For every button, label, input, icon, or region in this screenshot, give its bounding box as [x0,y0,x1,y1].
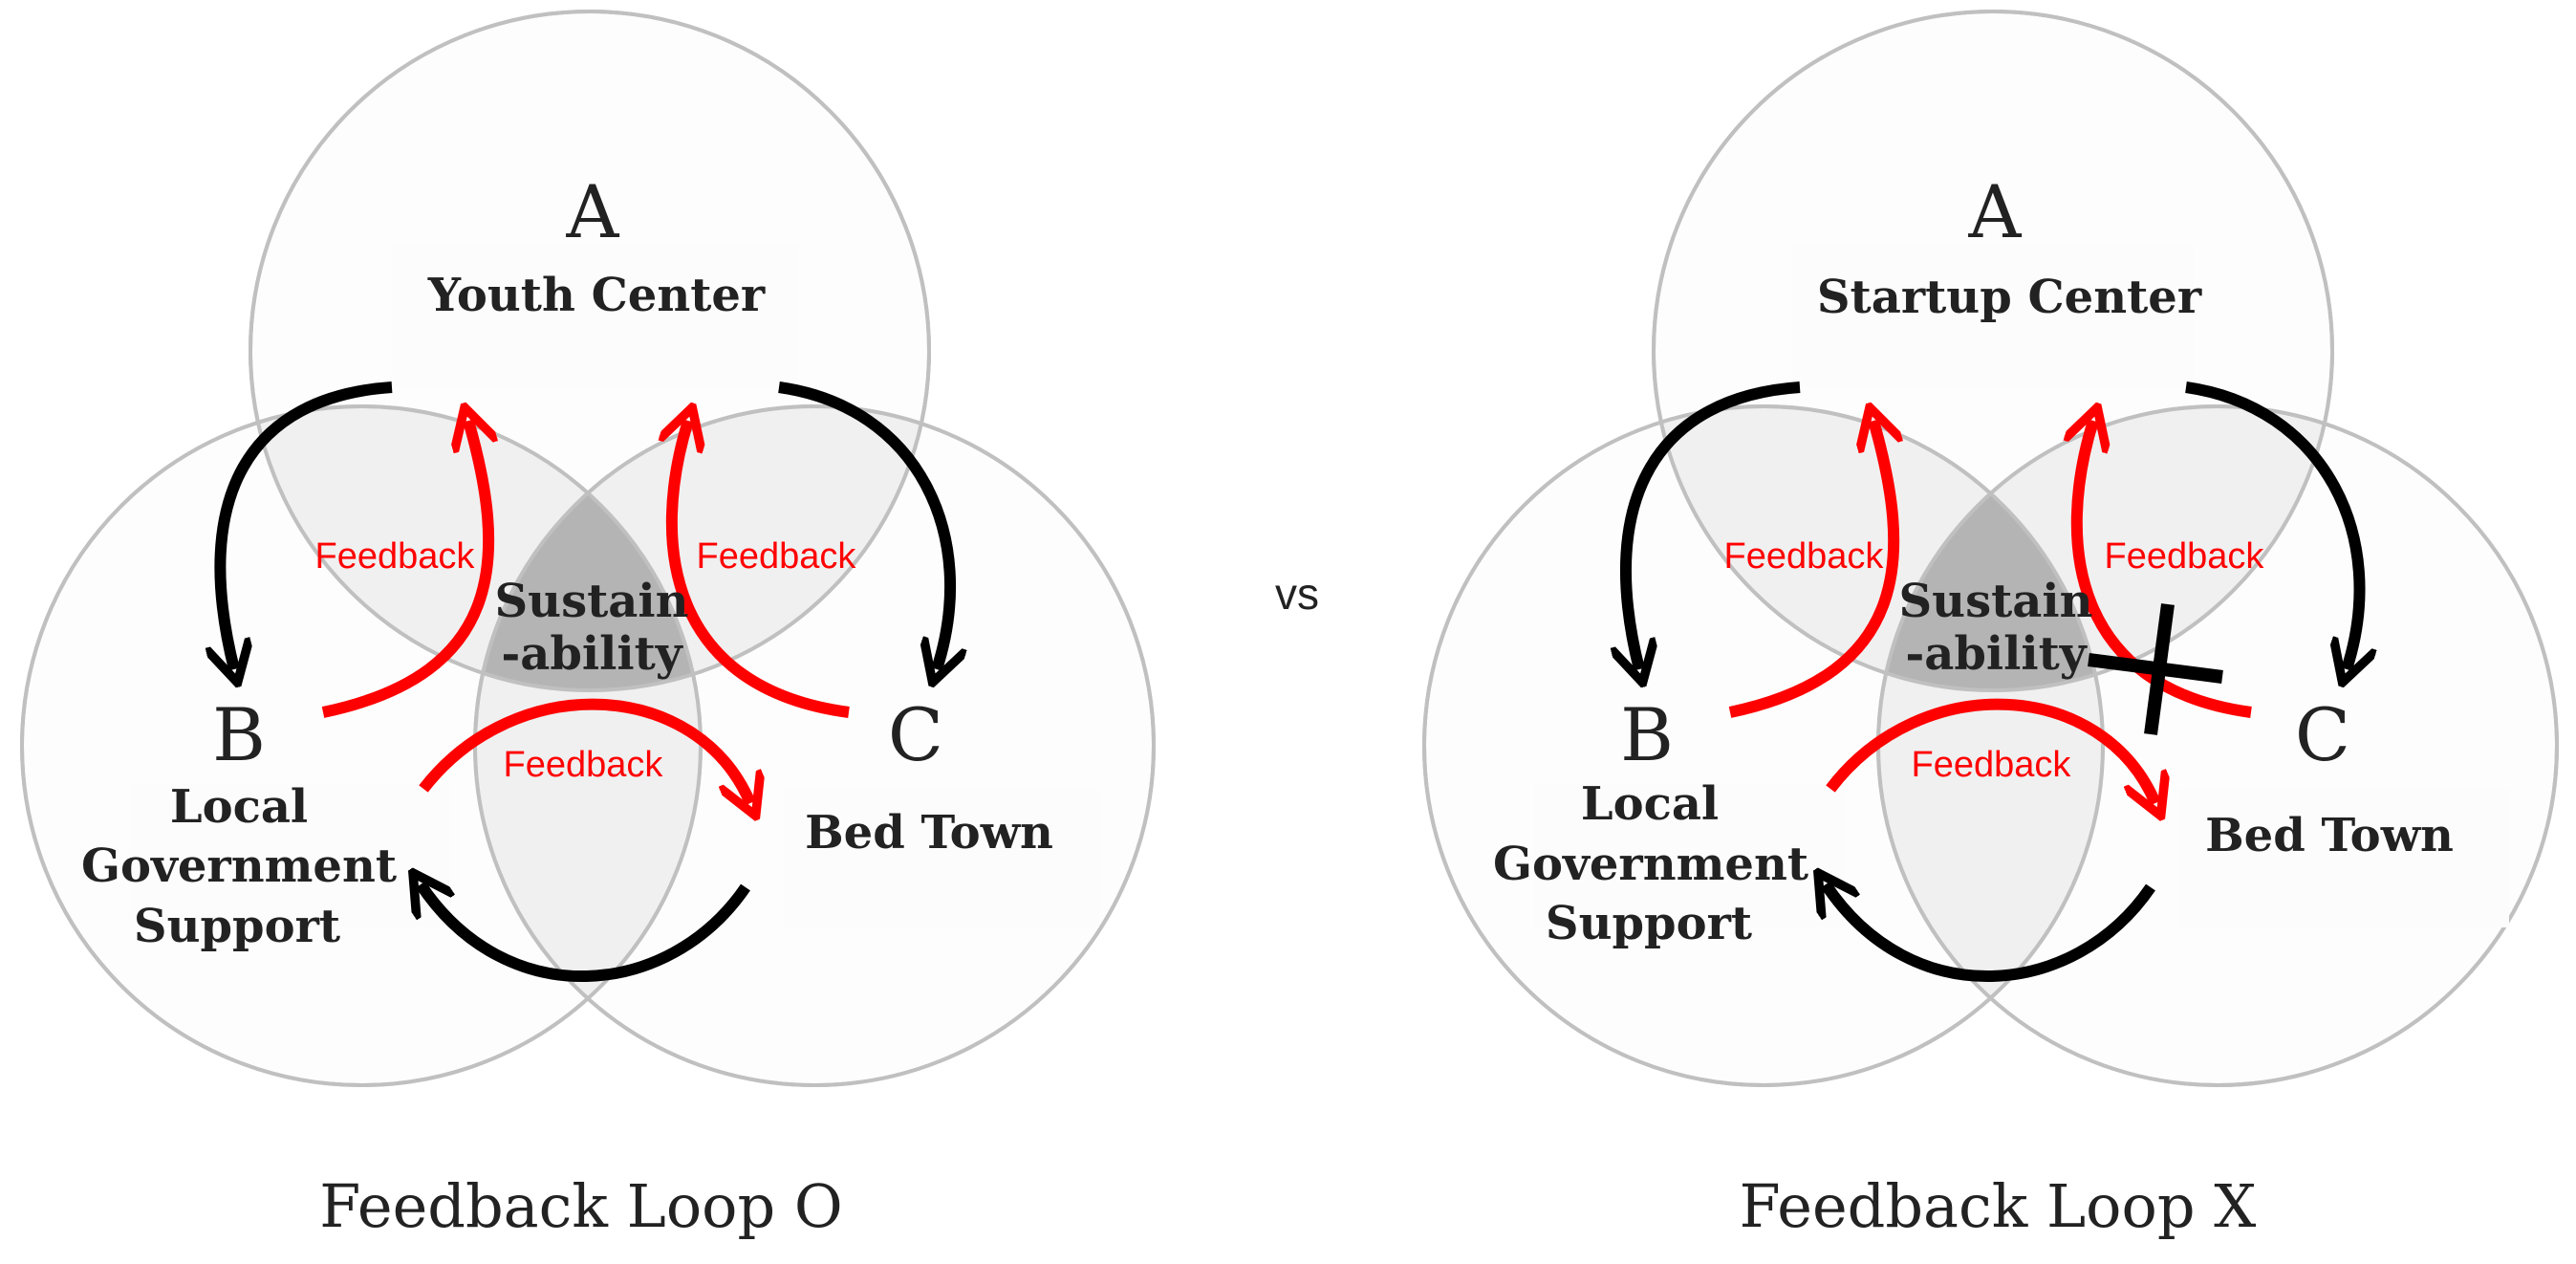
feedback-label: Feedback [504,745,664,785]
venn-diagram-left: Feedback Feedback Feedback Sustain -abil… [20,10,1156,1241]
center-label-line1: Sustain [495,575,689,628]
feedback-arrow-b-to-c [1826,698,2155,803]
feedback-arrow-b-to-a [321,421,488,718]
node-a-label: Startup Center [1817,271,2202,324]
venn-diagram-right: Feedback Feedback Feedback Sustain -abil… [1422,10,2559,1241]
node-b-label-line2: Government [81,839,397,893]
node-c-letter: C [2295,692,2350,777]
node-b-label-line3: Support [1546,897,1752,950]
node-c-letter: C [888,692,943,777]
node-a-letter: A [1968,169,2023,254]
flow-arrow-c-to-b [421,884,750,982]
overlap-regions [250,406,929,1085]
flow-arrow-a-to-b [1626,381,1801,669]
flow-arrow-a-to-c [778,381,950,669]
label-box-a [392,244,798,387]
center-label-line2: -ability [1905,627,2088,681]
center-overlap [475,406,701,690]
feedback-label: Feedback [2105,536,2265,577]
caption: Feedback Loop O [319,1171,842,1241]
feedback-arrow-c-to-a [2077,421,2252,718]
flow-arrow-a-to-b [220,381,393,669]
node-a-letter: A [566,169,620,254]
node-b-letter: B [1620,692,1674,777]
feedback-label: Feedback [1912,745,2072,785]
label-box-c [2179,789,2509,927]
cross-mark-icon [2088,603,2223,735]
feedback-label: Feedback [315,536,476,577]
caption: Feedback Loop X [1740,1171,2257,1241]
label-box-c [784,789,1099,927]
node-c-label: Bed Town [805,806,1053,860]
node-b-label-line3: Support [134,900,340,953]
flow-arrow-c-to-b [1826,884,2155,982]
flow-arrow-a-to-c [2185,381,2360,669]
node-c-label: Bed Town [2205,809,2454,862]
center-label-line2: -ability [501,627,683,681]
center-overlap [1878,406,2103,690]
node-b-label-line2: Government [1493,838,1808,891]
feedback-arrow-b-to-a [1728,421,1894,718]
vs-label: vs [1275,569,1319,619]
feedback-label: Feedback [1724,536,1885,577]
feedback-label: Feedback [697,536,857,577]
overlap-regions [1654,406,2332,1085]
node-a-label: Youth Center [427,269,766,322]
center-label-line1: Sustain [1899,575,2093,628]
label-box-b [129,784,449,927]
feedback-arrow-c-to-a [672,421,850,718]
label-box-b [1534,784,1845,927]
feedback-arrow-b-to-c [419,698,750,803]
node-b-label-line1: Local [1581,777,1719,831]
node-b-letter: B [212,692,266,777]
label-box-a [1792,244,2194,387]
node-b-label-line1: Local [170,780,308,834]
